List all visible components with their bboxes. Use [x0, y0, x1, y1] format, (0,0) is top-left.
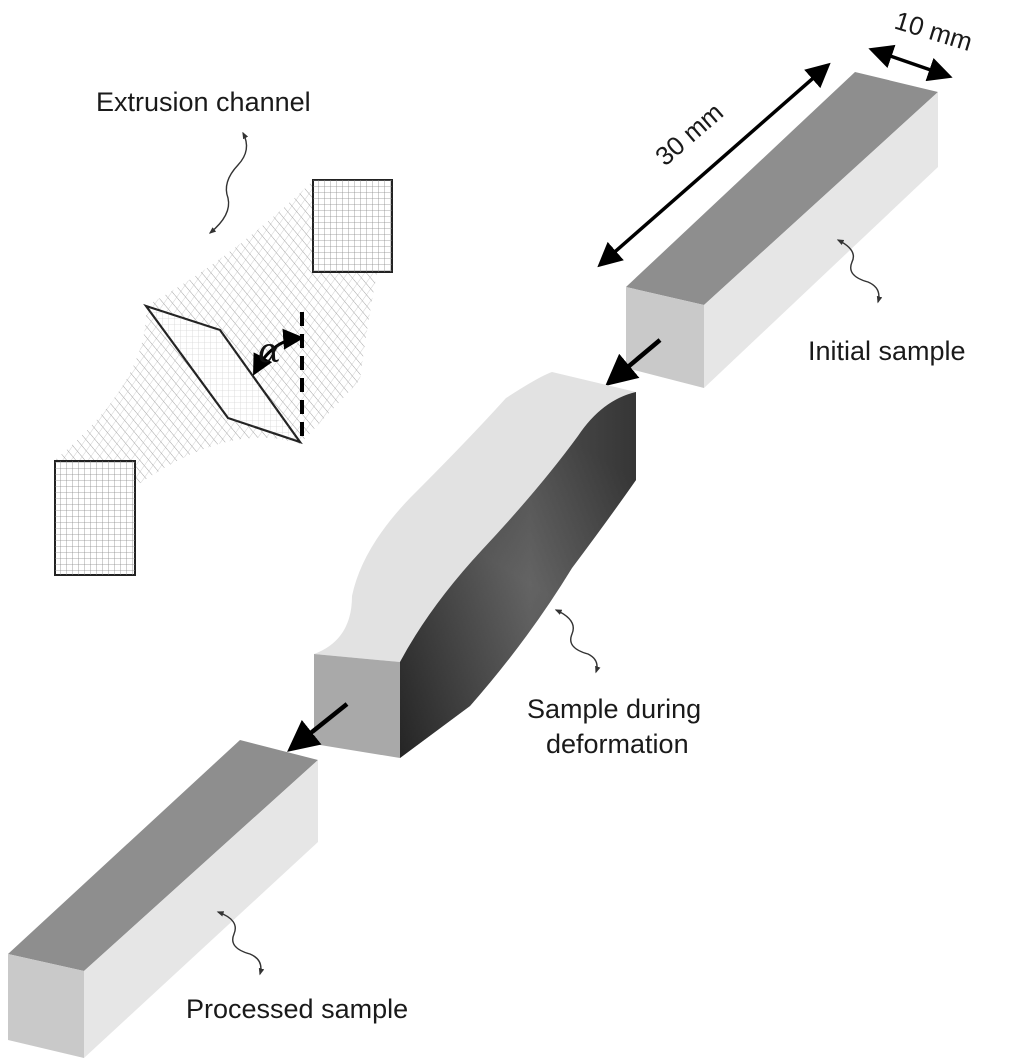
deforming-sample [314, 372, 636, 758]
flow-arrow-in [605, 338, 662, 387]
initial-sample-pointer [836, 239, 883, 304]
sample-during-label-line1: Sample during [527, 694, 701, 724]
angle-arc [253, 328, 305, 376]
initial-sample-label: Initial sample [808, 336, 966, 366]
channel-exit-square [312, 179, 393, 273]
length-dimension-arrow [597, 62, 831, 268]
width-dimension-arrow [868, 44, 953, 82]
deformation-pointer [554, 609, 601, 674]
extrusion-channel-pointer [208, 131, 249, 234]
channel-entry-square [54, 460, 136, 576]
processed-sample-label: Processed sample [186, 994, 408, 1024]
sample-during-label-line2: deformation [546, 729, 689, 759]
width-dimension-label: 10 mm [891, 5, 976, 57]
processed-sample-pointer [216, 911, 265, 976]
processed-sample-bar [8, 740, 318, 1058]
flow-arrow-out [287, 702, 349, 752]
extrusion-channel-label: Extrusion channel [96, 87, 311, 117]
extrusion-channel-mesh: α [54, 179, 393, 576]
angle-alpha-label: α [258, 331, 281, 371]
